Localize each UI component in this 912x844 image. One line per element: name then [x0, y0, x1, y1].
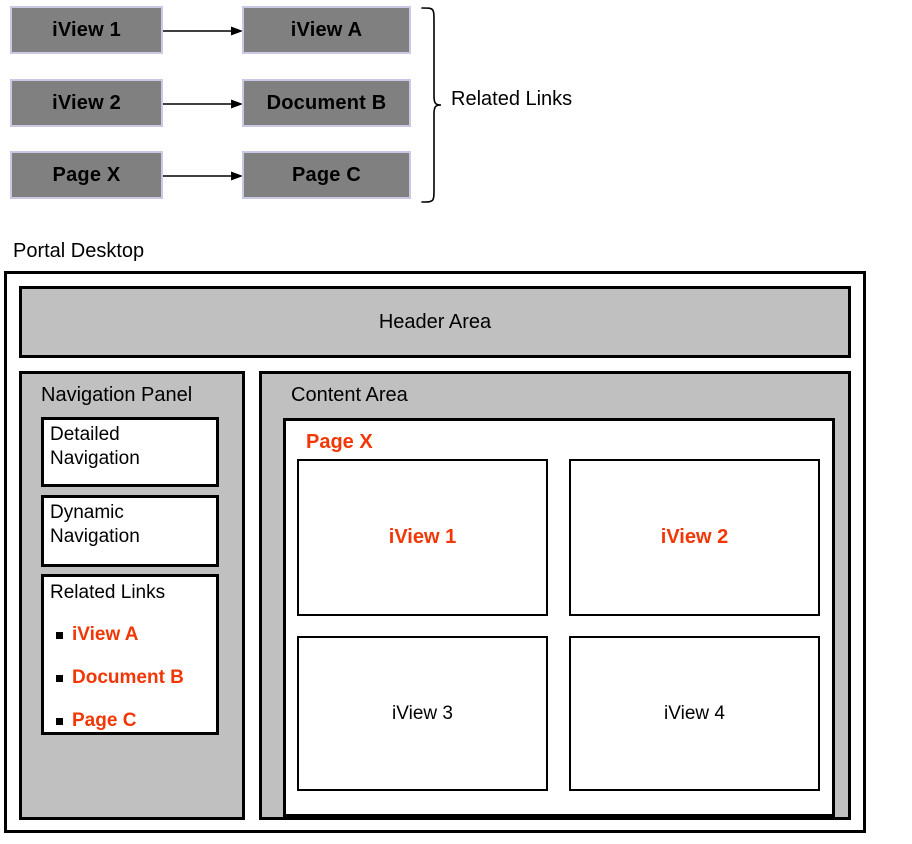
target-box-label: Document B [266, 91, 387, 114]
related-links-block-title: Related Links [50, 582, 166, 603]
source-box-iview-1[interactable]: iView 1 [10, 6, 163, 54]
related-link-label: iView A [72, 624, 139, 645]
source-box-label: Page X [52, 163, 121, 186]
relation-arrow-3 [163, 170, 244, 182]
grouping-bracket-icon [418, 6, 444, 204]
related-link-item-page-c[interactable]: Page C [56, 710, 136, 732]
source-box-page-x[interactable]: Page X [10, 151, 163, 199]
iview-tile-label: iView 2 [660, 526, 729, 548]
source-box-label: iView 1 [52, 18, 121, 41]
iview-tile-label: iView 3 [392, 702, 453, 724]
related-link-label: Document B [72, 667, 184, 688]
related-links-block[interactable] [41, 574, 219, 735]
related-link-label: Page C [72, 710, 137, 731]
relation-arrow-1 [163, 25, 244, 37]
navigation-panel-title: Navigation Panel [41, 384, 193, 406]
page-title: Page X [306, 431, 373, 453]
iview-tile-label: iView 4 [664, 702, 725, 724]
target-box-iview-a[interactable]: iView A [242, 6, 411, 54]
source-box-iview-2[interactable]: iView 2 [10, 79, 163, 127]
detailed-navigation-block[interactable] [41, 417, 219, 487]
source-box-label: iView 2 [52, 91, 121, 114]
iview-tile-1[interactable]: iView 1 [297, 459, 548, 616]
related-link-item-document-b[interactable]: Document B [56, 667, 184, 689]
bullet-square-icon [56, 674, 63, 682]
dynamic-navigation-block[interactable] [41, 495, 219, 567]
related-link-item-iview-a[interactable]: iView A [56, 624, 139, 646]
target-box-document-b[interactable]: Document B [242, 79, 411, 127]
iview-tile-2[interactable]: iView 2 [569, 459, 820, 616]
related-links-group-label: Related Links [451, 88, 573, 110]
bullet-square-icon [56, 717, 63, 725]
dynamic-navigation-label: Dynamic Navigation [50, 502, 140, 547]
bullet-square-icon [56, 631, 63, 639]
target-box-label: Page C [291, 163, 361, 186]
target-box-label: iView A [290, 18, 363, 41]
content-area-title: Content Area [291, 384, 408, 406]
target-box-page-c[interactable]: Page C [242, 151, 411, 199]
iview-tile-label: iView 1 [388, 526, 457, 548]
detailed-navigation-label: Detailed Navigation [50, 424, 140, 469]
portal-desktop-label: Portal Desktop [13, 240, 145, 262]
iview-tile-3[interactable]: iView 3 [297, 636, 548, 791]
header-area-panel[interactable] [19, 286, 851, 358]
header-area-label: Header Area [378, 310, 492, 333]
relation-arrow-2 [163, 98, 244, 110]
iview-tile-4[interactable]: iView 4 [569, 636, 820, 791]
